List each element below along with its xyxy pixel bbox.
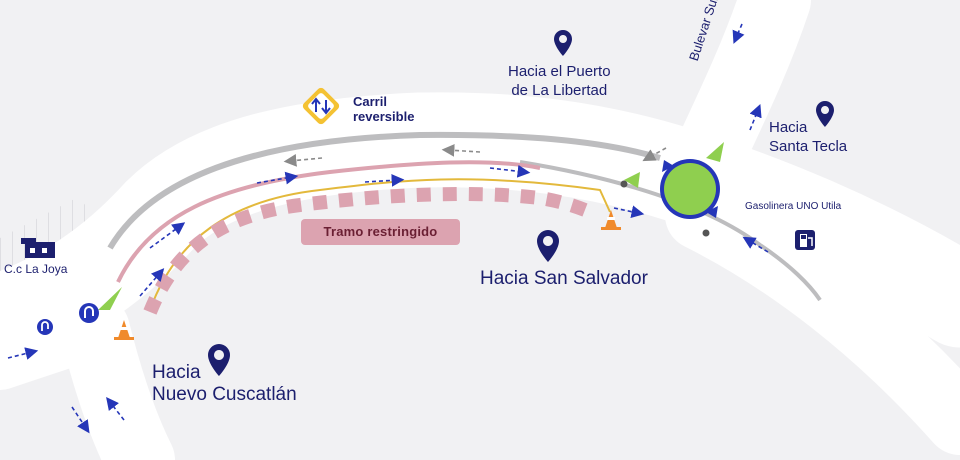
reversible-lane-line <box>149 178 611 311</box>
gas-station-label: Gasolinera UNO Utila <box>745 201 842 212</box>
traffic-cone-icon <box>601 210 621 230</box>
location-pin-icon <box>208 344 230 376</box>
san-salvador-label: Hacia San Salvador <box>480 268 648 289</box>
nuevo-cuscatlan-label: Hacia Nuevo Cuscatlán <box>152 362 297 405</box>
curb-line-east <box>519 160 822 302</box>
traffic-cone-icon <box>114 320 134 340</box>
green-arrow-2 <box>706 142 724 162</box>
bollard <box>620 180 628 188</box>
u-turn-icon <box>37 319 53 335</box>
reversible-lane-label: Carril reversible <box>353 94 415 124</box>
gas-pump-icon <box>795 230 815 250</box>
location-pin-icon <box>537 230 559 262</box>
pink-lane <box>116 160 541 283</box>
green-arrow-1 <box>98 287 122 310</box>
roundabout-icon <box>660 159 720 219</box>
restricted-dashes <box>143 187 593 315</box>
shopping-mall-icon <box>21 238 55 258</box>
restricted-section-label: Tramo restringido <box>301 219 460 245</box>
green-arrow-3 <box>624 172 640 188</box>
mall-label: C.c La Joya <box>4 262 68 276</box>
bollard <box>702 229 710 237</box>
location-pin-icon <box>816 101 834 127</box>
u-turn-icon <box>79 303 99 323</box>
traffic-arrows <box>7 23 769 434</box>
grey-traffic-arrows <box>283 144 667 167</box>
reversible-lane-sign-icon <box>302 87 340 125</box>
curb-line <box>107 131 661 250</box>
santa-tecla-label: Hacia Santa Tecla <box>769 119 848 155</box>
location-pin-icon <box>554 30 572 56</box>
puerto-label: Hacia el Puerto de La Libertad <box>508 63 611 99</box>
